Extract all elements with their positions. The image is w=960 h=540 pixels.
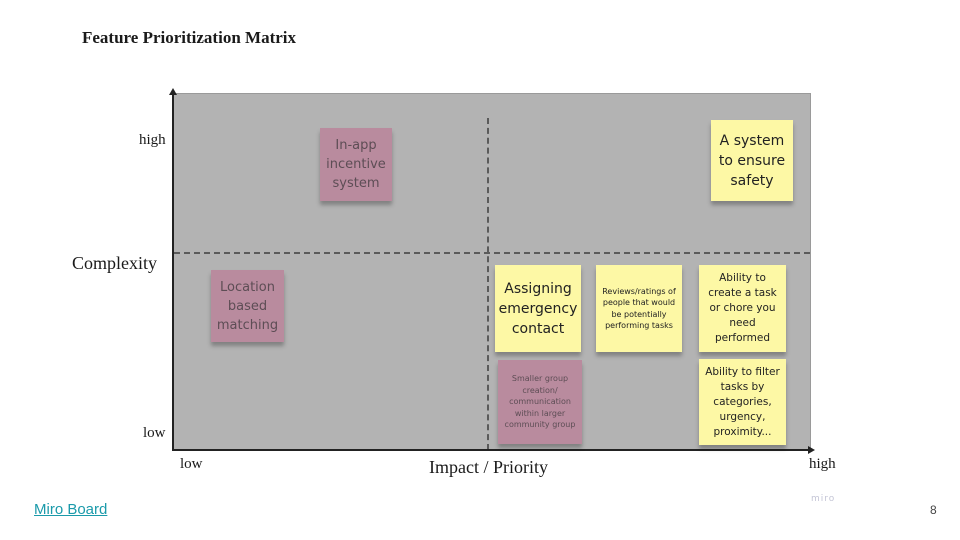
note-text: Ability to filter tasks by categories, u… [705,365,780,438]
y-axis-arrow-icon [169,88,177,95]
x-axis-line [172,449,810,451]
x-axis-low-label: low [180,456,203,472]
y-axis-title: Complexity [72,253,157,273]
horizontal-divider [174,252,810,254]
note-text: Location based matching [216,279,279,333]
x-axis-title: Impact / Priority [429,457,548,477]
miro-watermark: miro [811,494,836,504]
y-axis-line [172,94,174,451]
sticky-note-reviews-ratings[interactable]: Reviews/ratings of people that would be … [596,265,682,352]
y-axis-low-label: low [143,425,166,441]
sticky-note-filter-tasks[interactable]: Ability to filter tasks by categories, u… [699,359,786,445]
page-number: 8 [930,503,937,517]
y-axis-high-label: high [139,132,166,148]
note-text: In-app incentive system [326,138,386,191]
slide-title: Feature Prioritization Matrix [82,28,296,47]
vertical-divider [487,118,489,450]
miro-board-link[interactable]: Miro Board [34,501,108,518]
sticky-note-location-matching[interactable]: Location based matching [211,270,284,342]
note-text: Ability to create a task or chore you ne… [708,272,777,344]
sticky-note-emergency-contact[interactable]: Assigning emergency contact [495,265,581,352]
note-text: Smaller group creation/ communication wi… [504,374,576,430]
x-axis-arrow-icon [808,446,815,454]
sticky-note-smaller-group[interactable]: Smaller group creation/ communication wi… [498,360,582,444]
note-text: Reviews/ratings of people that would be … [602,286,676,331]
note-text: A system to ensure safety [718,132,786,189]
x-axis-high-label: high [809,456,836,472]
note-text: Assigning emergency contact [498,280,578,337]
sticky-note-safety-system[interactable]: A system to ensure safety [711,120,793,201]
sticky-note-create-task[interactable]: Ability to create a task or chore you ne… [699,265,786,352]
sticky-note-in-app-incentive[interactable]: In-app incentive system [320,128,392,201]
